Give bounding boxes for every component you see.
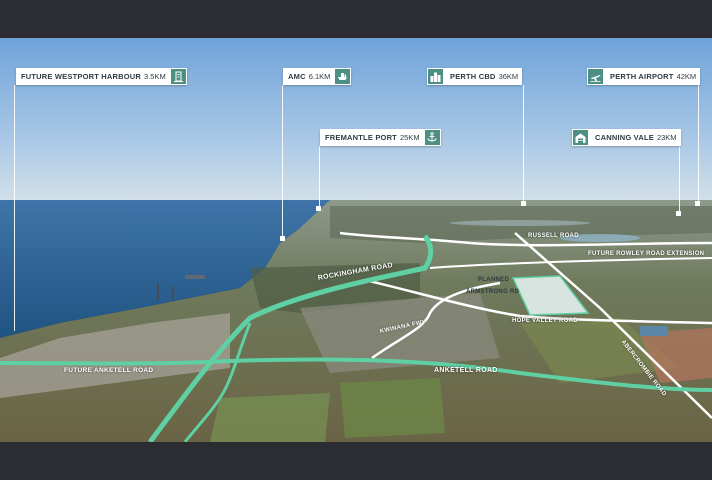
rowley-road [429,257,712,269]
harbour-building-icon [170,69,186,84]
callout-future-westport-harbour: FUTURE WESTPORT HARBOUR 3.5KM [16,68,187,85]
leader-westport [14,85,15,331]
callout-name: PERTH CBD [450,72,496,81]
industrial-stacks [157,275,205,301]
road-label-armstrong: ARMSTRONG RD [466,289,520,295]
sky [0,38,712,208]
stack [157,283,159,301]
highlighted-site [511,275,590,316]
callout-distance: 25KM [399,133,420,142]
leader-amc [282,85,283,240]
pond [640,326,668,336]
road-label-planned: PLANNED [478,277,510,283]
ocean [0,200,712,338]
green-field [340,378,445,438]
leader-perth-airport [698,85,699,204]
hope-valley-road [364,278,712,325]
top-frame-bar [0,0,712,38]
callout-distance: 23KM [656,133,677,142]
farmland [520,318,680,383]
aerial-landscape [0,38,712,442]
marker-perth-cbd [521,201,526,206]
sports-fields [210,393,330,442]
callout-fremantle-port: FREMANTLE PORT 25KM [320,129,441,146]
callout-perth-cbd: PERTH CBD 36KM [427,68,523,85]
road-label-anketell: ANKETELL ROAD [434,367,498,374]
leader-perth-cbd [523,85,524,204]
callout-name: CANNING VALE [595,133,654,142]
kwinana-freeway-link [183,322,252,442]
industrial-estate [300,293,500,373]
leader-fremantle-port [319,146,320,210]
road-label-hope-valley: HOPE VALLEY ROAD [512,318,578,324]
leader-canning-vale [679,146,680,214]
armstrong-road [371,281,501,360]
industrial-area [0,313,230,398]
callout-distance: 3.5KM [144,72,166,81]
airplane-icon [588,69,603,84]
warehouse-icon [573,130,588,145]
distant-lake [560,234,640,242]
callout-amc: AMC 6.1KM [283,68,352,85]
aerial-photo: RUSSELL ROAD FUTURE ROWLEY ROAD EXTENSIO… [0,38,712,442]
russell-road [339,231,712,247]
city-buildings-icon [428,69,443,84]
anchor-icon [424,130,440,145]
distant-haze [450,220,590,226]
bottom-frame-bar [0,442,712,480]
marker-perth-airport [695,201,700,206]
marker-canning-vale [676,211,681,216]
callout-distance: 36KM [498,72,519,81]
jetty [185,275,205,279]
callout-name: FUTURE WESTPORT HARBOUR [21,72,142,81]
callout-perth-airport: PERTH AIRPORT 42KM [587,68,701,85]
callout-name: FREMANTLE PORT [325,133,397,142]
abercrombie-road [514,232,712,419]
red-land-patch [640,328,712,383]
callout-name: PERTH AIRPORT [610,72,674,81]
road-label-russell: RUSSELL ROAD [528,233,579,239]
callout-name: AMC [288,72,306,81]
marker-fremantle-port [316,206,321,211]
anketell-road [0,357,712,392]
stack [172,286,174,300]
road-label-anketell-future: FUTURE ANKETELL ROAD [64,367,154,374]
road-label-rowley: FUTURE ROWLEY ROAD EXTENSION [588,251,705,257]
callout-distance: 42KM [676,72,697,81]
callout-canning-vale: CANNING VALE 23KM [572,129,681,146]
marker-amc [280,236,285,241]
callout-distance: 6.1KM [308,72,331,81]
ship-icon [335,69,351,84]
rockingham-road [147,234,434,442]
